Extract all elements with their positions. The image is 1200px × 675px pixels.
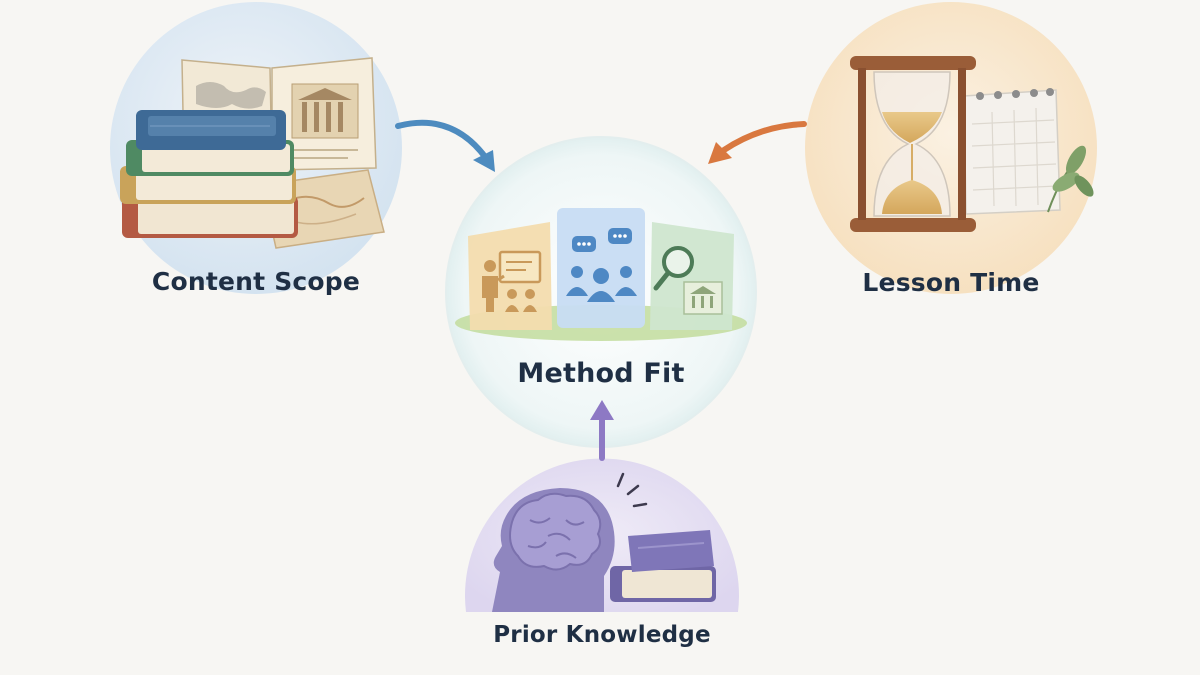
prior-knowledge-label: Prior Knowledge [493, 622, 711, 648]
leaf-icon [1047, 145, 1094, 213]
presenter-board-icon [468, 222, 552, 330]
content-scope-label: Content Scope [151, 267, 361, 296]
calendar-icon [963, 88, 1061, 215]
prior-knowledge-node [465, 458, 739, 612]
lesson-time-label: Lesson Time [862, 268, 1040, 297]
group-discussion-icon [557, 208, 645, 328]
magnifier-document-icon [650, 222, 734, 330]
content-scope-node [110, 2, 402, 294]
head-brain-icon [492, 488, 615, 612]
thought-spark-lines [616, 472, 648, 508]
book-stack-icon [610, 530, 716, 602]
arrow-prior-knowledge-to-method-fit [590, 400, 614, 461]
hourglass-icon [850, 56, 976, 232]
method-fit-node [445, 136, 757, 448]
arrow-lesson-time-to-method-fit [708, 121, 807, 164]
method-fit-label: Method Fit [517, 358, 685, 389]
arrow-content-scope-to-method-fit [395, 119, 495, 172]
book-stack-icon [120, 110, 298, 238]
lesson-time-node [805, 2, 1097, 294]
